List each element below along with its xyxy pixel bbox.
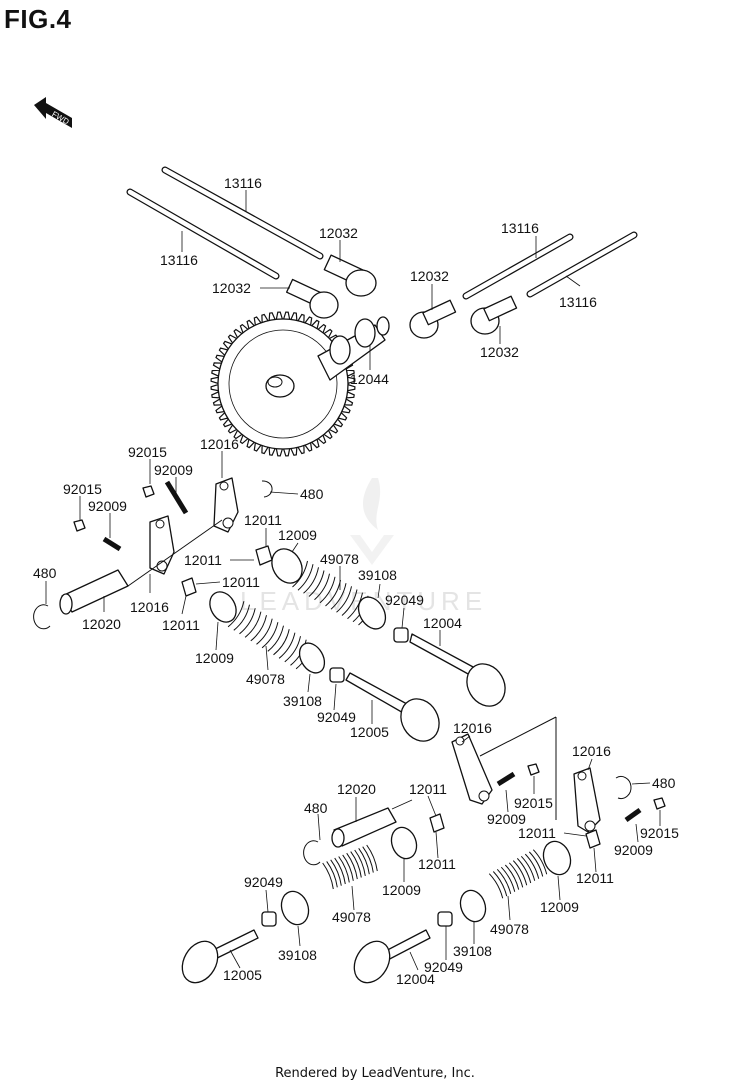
spring-retainer-part	[280, 826, 572, 926]
callout-92015: 92015	[128, 444, 167, 460]
callout-12011: 12011	[518, 825, 556, 841]
rocker-arm-part	[573, 767, 601, 833]
callout-92009: 92009	[614, 842, 653, 858]
bracket-lines	[479, 716, 557, 820]
callout-13116: 13116	[559, 294, 597, 310]
callout-480: 480	[300, 486, 324, 502]
footer-credit: Rendered by LeadVenture, Inc.	[275, 1066, 475, 1081]
tappet-part	[285, 278, 339, 319]
callout-12016: 12016	[453, 720, 492, 736]
callout-12011: 12011	[184, 552, 222, 568]
callout-12009: 12009	[382, 882, 421, 898]
callout-12016: 12016	[200, 436, 239, 452]
watermark-logo	[350, 478, 394, 565]
callout-12009: 12009	[540, 899, 579, 915]
callout-12011: 12011	[244, 512, 282, 528]
callout-12020: 12020	[82, 616, 121, 632]
callout-12032: 12032	[480, 344, 519, 360]
callout-92015: 92015	[63, 481, 102, 497]
rocker-arm-part	[149, 515, 175, 575]
valve-part	[181, 929, 431, 984]
adjust-screw-part	[496, 763, 666, 823]
adjust-screw-part	[73, 480, 189, 552]
valve-seal-part	[329, 627, 409, 683]
rocker-shaft-part	[59, 519, 223, 615]
valve-spring-part	[322, 844, 548, 899]
callout-12009: 12009	[195, 650, 234, 666]
callout-480: 480	[304, 800, 328, 816]
callout-39108: 39108	[283, 693, 322, 709]
camshaft-part	[210, 311, 390, 457]
callout-92009: 92009	[88, 498, 127, 514]
callout-49078: 49078	[332, 909, 371, 925]
callout-12004: 12004	[396, 971, 435, 987]
callout-12011: 12011	[222, 574, 260, 590]
callout-92009: 92009	[154, 462, 193, 478]
callout-12016: 12016	[572, 743, 611, 759]
callout-labels: 13116 13116 12032 12032 12032 13116 1311…	[33, 175, 679, 987]
callout-12011: 12011	[576, 870, 614, 886]
callout-92015: 92015	[514, 795, 553, 811]
callout-92015: 92015	[640, 825, 679, 841]
callout-49078: 49078	[246, 671, 285, 687]
callout-12044: 12044	[350, 371, 389, 387]
callout-12032: 12032	[319, 225, 358, 241]
push-rod-part	[161, 166, 324, 260]
callout-12032: 12032	[410, 268, 449, 284]
push-rod-part	[526, 231, 638, 298]
callout-12011: 12011	[418, 856, 456, 872]
rocker-arm-part	[451, 733, 493, 805]
snap-ring-part	[33, 480, 273, 630]
callout-12032: 12032	[212, 280, 251, 296]
callout-39108: 39108	[358, 567, 397, 583]
pivot-part	[429, 813, 601, 849]
push-rod-part	[126, 188, 280, 280]
callout-92049: 92049	[424, 959, 463, 975]
tappet-part	[323, 254, 377, 297]
callout-12005: 12005	[350, 724, 389, 740]
callout-480: 480	[652, 775, 676, 791]
callout-480: 480	[33, 565, 57, 581]
callout-12005: 12005	[223, 967, 262, 983]
callout-92009: 92009	[487, 811, 526, 827]
tappet-part	[470, 295, 518, 335]
callout-13116: 13116	[224, 175, 262, 191]
leader-lines	[45, 190, 661, 971]
callout-12011: 12011	[409, 781, 447, 797]
fwd-arrow-icon: FWD	[34, 97, 72, 128]
callout-12020: 12020	[337, 781, 376, 797]
callout-49078: 49078	[320, 551, 359, 567]
rocker-shaft-part	[331, 807, 397, 848]
valve-seal-part	[261, 911, 453, 927]
tappet-part	[409, 299, 457, 339]
callout-39108: 39108	[278, 947, 317, 963]
callout-12016: 12016	[130, 599, 169, 615]
figure-title: FIG.4	[4, 4, 72, 34]
callout-12009: 12009	[278, 527, 317, 543]
callout-92049: 92049	[244, 874, 283, 890]
callout-92049: 92049	[385, 592, 424, 608]
callout-12004: 12004	[423, 615, 462, 631]
callout-39108: 39108	[453, 943, 492, 959]
valve-part	[345, 633, 506, 742]
callout-12011: 12011	[162, 617, 200, 633]
callout-49078: 49078	[490, 921, 529, 937]
callout-13116: 13116	[160, 252, 198, 268]
spring-retainer-part	[209, 548, 387, 674]
push-rod-part	[462, 233, 574, 300]
rocker-arm-part	[213, 477, 239, 533]
callout-13116: 13116	[501, 220, 539, 236]
snap-ring-part	[303, 776, 632, 866]
callout-92049: 92049	[317, 709, 356, 725]
